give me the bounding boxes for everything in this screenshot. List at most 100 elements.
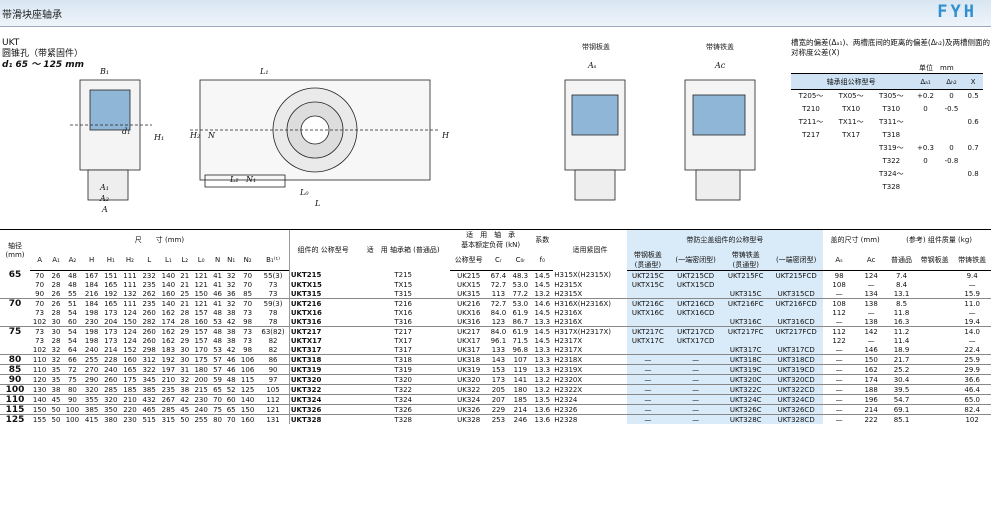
- h-c0r: C₀ᵣ: [509, 250, 532, 271]
- cell-dim: 57: [210, 354, 225, 365]
- cell-dim: 267: [158, 394, 178, 405]
- tol-cell: [791, 142, 831, 155]
- tol-cell: [963, 181, 983, 194]
- cell-dim: 63(82): [257, 326, 290, 336]
- cell-housing: T317: [394, 345, 413, 354]
- cell-cast-closed: UKT216FCD: [769, 298, 824, 308]
- tol-header-da: Δₐ₁: [911, 73, 940, 90]
- cell-housing: T322: [356, 384, 450, 395]
- cell-cr: 113: [491, 289, 506, 298]
- cell-steel-open: —: [626, 394, 670, 405]
- cell-dim: 260: [139, 326, 159, 336]
- cell-mass-steel: [916, 308, 953, 317]
- cell-dim: 124: [123, 336, 137, 345]
- cell-dim: 298: [142, 345, 156, 354]
- cell-dim: 125: [238, 384, 258, 395]
- cell-steel-closed: —: [669, 374, 723, 385]
- cell-mass-cast: 14.0: [953, 326, 991, 336]
- open-label-2: (贯通型): [732, 261, 759, 269]
- cell-dim: 73: [243, 308, 253, 317]
- dimension-table: 轴径 (mm) 尺 寸 (mm) 组件的 公称型号 适 用 轴承箱 (普通品) …: [0, 229, 991, 424]
- cell-dim: 50: [49, 414, 63, 424]
- cell-f0: 13.2: [531, 374, 554, 385]
- cell-dim: 48: [210, 326, 225, 336]
- steel-label: 带钢板盖: [633, 251, 662, 259]
- cell-mass-cast: 46.4: [953, 384, 991, 395]
- cell-ac: 138: [855, 298, 888, 308]
- cell-dim: 515: [139, 414, 159, 424]
- cell-c0r: 246: [509, 414, 532, 424]
- cell-f0: 14.6: [531, 298, 554, 308]
- h-cr: Cᵣ: [487, 250, 510, 271]
- cell-unit: UKT316: [288, 317, 357, 327]
- cell-as: 108: [823, 298, 856, 308]
- tolerance-unit: 单位 mm: [919, 64, 954, 72]
- h-n: N: [210, 250, 225, 271]
- cell-c0r: 71.5: [512, 336, 529, 345]
- cell-dim: 198: [84, 308, 99, 317]
- tol-cell: [911, 168, 939, 181]
- cell-dim: 48: [224, 374, 238, 385]
- cell-dim: 160: [238, 414, 258, 424]
- cell-dim: 90: [257, 364, 290, 375]
- cell-dim: 320: [101, 394, 121, 405]
- cell-dim: 82: [268, 345, 278, 354]
- cell-dim: 30: [51, 317, 61, 326]
- label-l: L: [314, 199, 320, 208]
- label-a2: A₂: [99, 194, 109, 203]
- tol-cell: T305～: [879, 92, 904, 100]
- cell-bearing: UK320: [449, 374, 488, 385]
- cell-dim: 380: [101, 414, 121, 424]
- cell-dim: 260: [142, 308, 156, 317]
- label-n1: N₁: [245, 175, 256, 184]
- cell-dim: 28: [180, 308, 190, 317]
- bearing-title: 适 用 轴 承: [466, 231, 516, 239]
- cell-bearing: UK319: [449, 364, 488, 375]
- col-dims: 尺 寸 (mm): [30, 229, 290, 250]
- cell-mass-steel: [915, 298, 954, 308]
- cell-shaft: 75: [0, 326, 30, 336]
- cell-dim: 59: [210, 374, 225, 385]
- cell-housing: T328: [356, 414, 450, 424]
- cell-unit: UKT315: [288, 289, 357, 299]
- cell-dim: 285: [158, 404, 178, 415]
- tol-header-dh: Δₕ₂: [939, 73, 964, 90]
- cell-steel-open: —: [626, 404, 670, 415]
- cell-dim: 60: [67, 317, 77, 326]
- tol-header-model: 轴承组公称型号: [791, 73, 912, 90]
- cell-dim: 80: [62, 384, 82, 395]
- cell-cast-open: UKT324C: [722, 394, 770, 405]
- cell-f0: 13.6: [531, 404, 554, 415]
- cell-dim: 42: [226, 317, 236, 326]
- cell-dim: 285: [101, 384, 121, 395]
- cell-dim: 26: [51, 271, 61, 280]
- cell-c0r: 107: [509, 354, 532, 365]
- cell-cast-open: UKT326C: [722, 404, 770, 415]
- cell-dim: 185: [120, 384, 140, 395]
- cell-unit: UKT317: [288, 345, 357, 355]
- cell-cr: 133: [491, 345, 506, 354]
- cell-cast-open: UKT322C: [722, 384, 770, 395]
- tol-cell: [791, 181, 831, 194]
- cell-dim: 29: [177, 326, 192, 336]
- cell-dim: 152: [123, 345, 137, 354]
- tol-cell: [940, 168, 963, 181]
- cell-mass: 21.7: [887, 354, 916, 365]
- cell-mass-steel: [915, 364, 954, 375]
- cell-mass-cast: —: [968, 280, 976, 289]
- h-f0: f₀: [531, 250, 554, 271]
- cell-shaft: 110: [0, 394, 30, 405]
- cell-dim: 192: [104, 289, 118, 298]
- tol-cell: 0: [923, 157, 928, 165]
- cell-dim: 260: [101, 374, 121, 385]
- cell-dim: 54: [62, 326, 82, 336]
- cell-dim: 216: [84, 289, 99, 298]
- cell-housing: T326: [356, 404, 450, 415]
- cell-dim: 65: [224, 404, 238, 415]
